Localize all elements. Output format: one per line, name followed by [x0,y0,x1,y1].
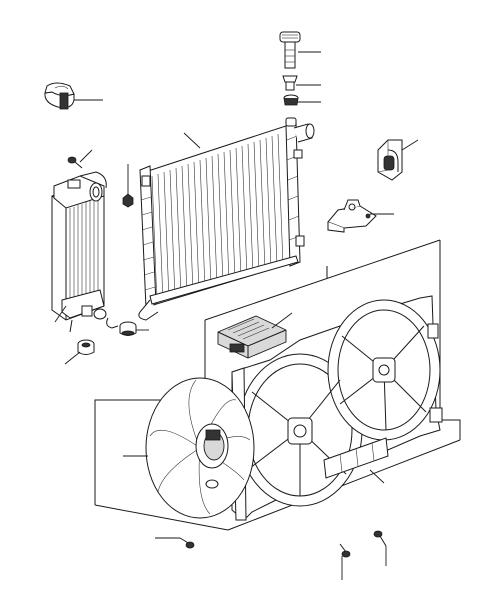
leader-screw-left [79,149,93,163]
leader-bracket-right [401,139,419,151]
radiator[interactable] [138,117,315,321]
screw-bottom-right[interactable] [373,530,387,547]
fan-blade[interactable] [145,377,255,519]
leader-intercooler [54,305,67,323]
grommet-lower[interactable] [283,94,299,106]
nut-small[interactable] [122,193,134,208]
leader-fan-cowl [369,469,385,484]
bush-lower[interactable] [77,339,95,355]
leader-radiator [183,132,201,149]
leader-fan-control-module [271,312,293,329]
screw-bottom-left[interactable] [179,537,195,549]
grommet-upper[interactable] [282,75,298,91]
mount-bush[interactable] [106,317,137,336]
mount-bracket[interactable] [327,199,377,233]
fan-control-module[interactable] [217,315,287,359]
screw-bottom-mid[interactable] [339,543,351,558]
assembly-frame [94,239,461,531]
fan-cowl[interactable] [231,295,443,521]
intercooler[interactable] [51,171,107,333]
bracket-right[interactable] [377,139,403,181]
hose-clip[interactable] [44,82,75,110]
screw-left[interactable] [67,156,83,169]
leader-bush-lower [64,351,81,365]
bolt-top[interactable] [279,31,301,69]
